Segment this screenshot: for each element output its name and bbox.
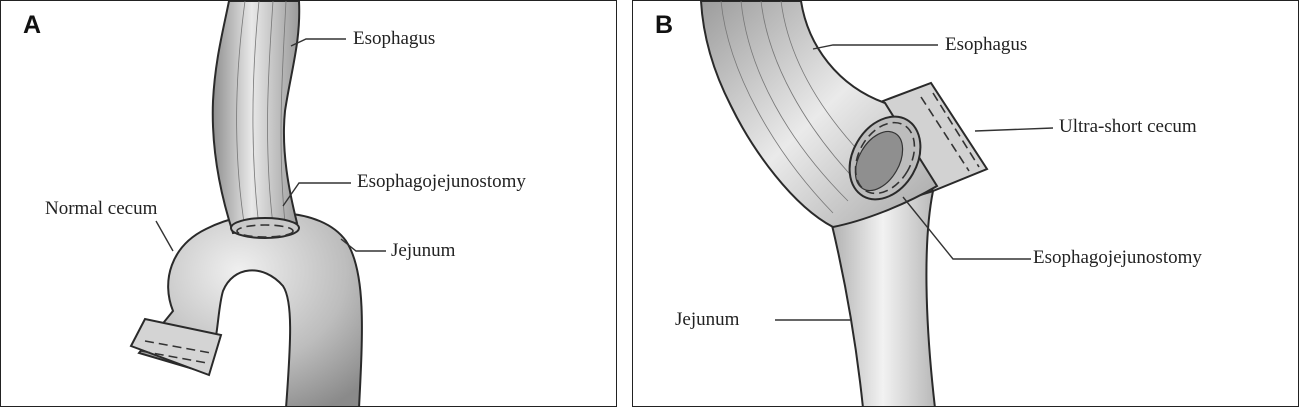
label-jejunum-b: Jejunum [675, 309, 740, 330]
label-ultra-short-cecum: Ultra-short cecum [1059, 116, 1197, 137]
label-esophagojejunostomy-b: Esophagojejunostomy [1033, 247, 1202, 268]
leader-jejunum-a [340, 238, 386, 252]
leader-esojejuno-a [282, 182, 351, 207]
panel-b-letter: B [655, 11, 674, 39]
leader-esojejuno-b [902, 196, 1031, 260]
label-esophagus-a: Esophagus [353, 28, 436, 49]
label-jejunum-a: Jejunum [391, 240, 456, 261]
panel-a: A Esophagus Esophagojejunostomy Normal c… [0, 0, 617, 407]
leader-esophagus-a [290, 38, 346, 47]
panel-a-illustration [129, 1, 386, 406]
panel-b-illustration [699, 1, 1054, 406]
leader-cecum-a [155, 220, 174, 252]
leader-ultra-short-cecum [974, 127, 1054, 132]
panel-a-letter: A [23, 11, 42, 39]
panel-b: B Esophagus Ultra-short cecum Esophagoje… [632, 0, 1299, 407]
jejunum-loop [137, 212, 363, 406]
leader-esophagus-b [812, 44, 938, 50]
label-normal-cecum: Normal cecum [45, 198, 158, 219]
anastomosis-ring-a [230, 217, 300, 239]
label-esophagojejunostomy-a: Esophagojejunostomy [357, 171, 526, 192]
label-esophagus-b: Esophagus [945, 34, 1028, 55]
